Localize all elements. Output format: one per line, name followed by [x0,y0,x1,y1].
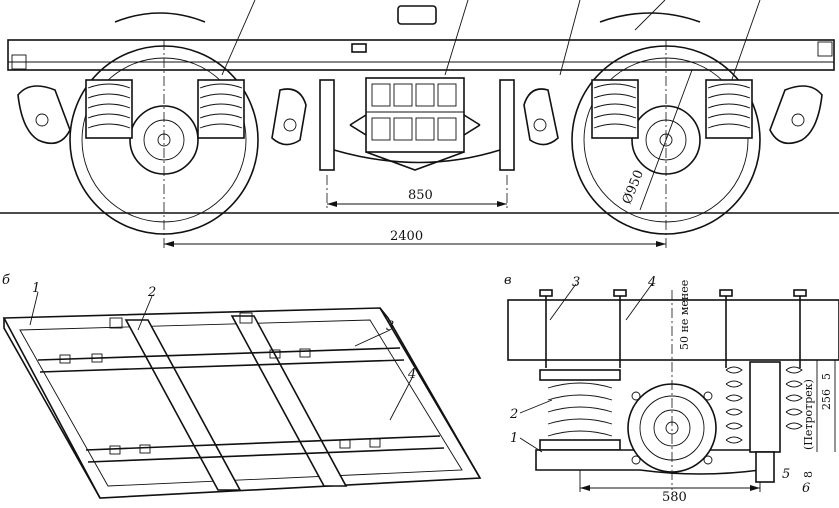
damper-cylinder [749,361,781,453]
suspension-section-view: в [504,273,839,505]
frame-perspective-view: б 1 2 3 [2,273,482,499]
callout-c-1: 1 [510,431,518,446]
label-right-top: 5 [820,373,833,380]
rail-upper [37,347,401,361]
dim-2400-label: 2400 [390,229,423,244]
bracket-mid-right [523,88,559,146]
center-cap [397,5,437,25]
label-vertical-center: 50 не менее [678,280,691,350]
callout-c-6: 6 [802,481,810,496]
beam-bolts [539,289,807,368]
callout-b-2: 2 [147,285,156,300]
panel-c-letter: в [504,273,512,288]
label-right-value: 256 [820,389,833,410]
callout-b-4: 4 [407,367,416,382]
frame-clips [59,312,381,455]
hanger-left [319,79,335,171]
bogie-side-view: 850 2400 Ø950 [0,0,839,250]
spring-right-b [705,79,753,139]
axle-box [627,383,717,473]
callout-b-3: 3 [386,319,394,334]
label-right-middle: (Петротрек) [802,379,815,450]
dim-580-label: 580 [662,490,687,504]
rail-lower [85,435,441,451]
dim-wheel-diameter-label: Ø950 [620,168,647,207]
callout-c-4: 4 [647,275,656,290]
wheel-top-left [114,12,206,23]
cross-member-2 [230,315,348,487]
frame-outer [2,307,482,499]
suspension-spring-left [539,369,621,451]
right-coil-stack [725,361,803,483]
frame-beam [7,39,835,71]
bolster-curve [333,149,501,164]
spring-left-b [197,79,245,139]
cross-member-1 [124,319,242,491]
spring-left-a [85,79,133,139]
label-right-small: 8 [802,471,815,478]
callout-c-2: 2 [509,407,518,422]
hanger-right [499,79,515,171]
panel-b-letter: б [2,273,10,288]
callout-b-1: 1 [32,281,40,296]
central-damper [349,77,481,171]
spring-right-a [591,79,639,139]
wheel-top-right [599,12,701,23]
callout-c-5: 5 [782,467,790,482]
bracket-mid-left [271,88,307,146]
callout-c-3: 3 [572,275,580,290]
dim-850-label: 850 [408,188,433,203]
frame-slot [351,43,367,53]
upper-beam [507,299,839,361]
